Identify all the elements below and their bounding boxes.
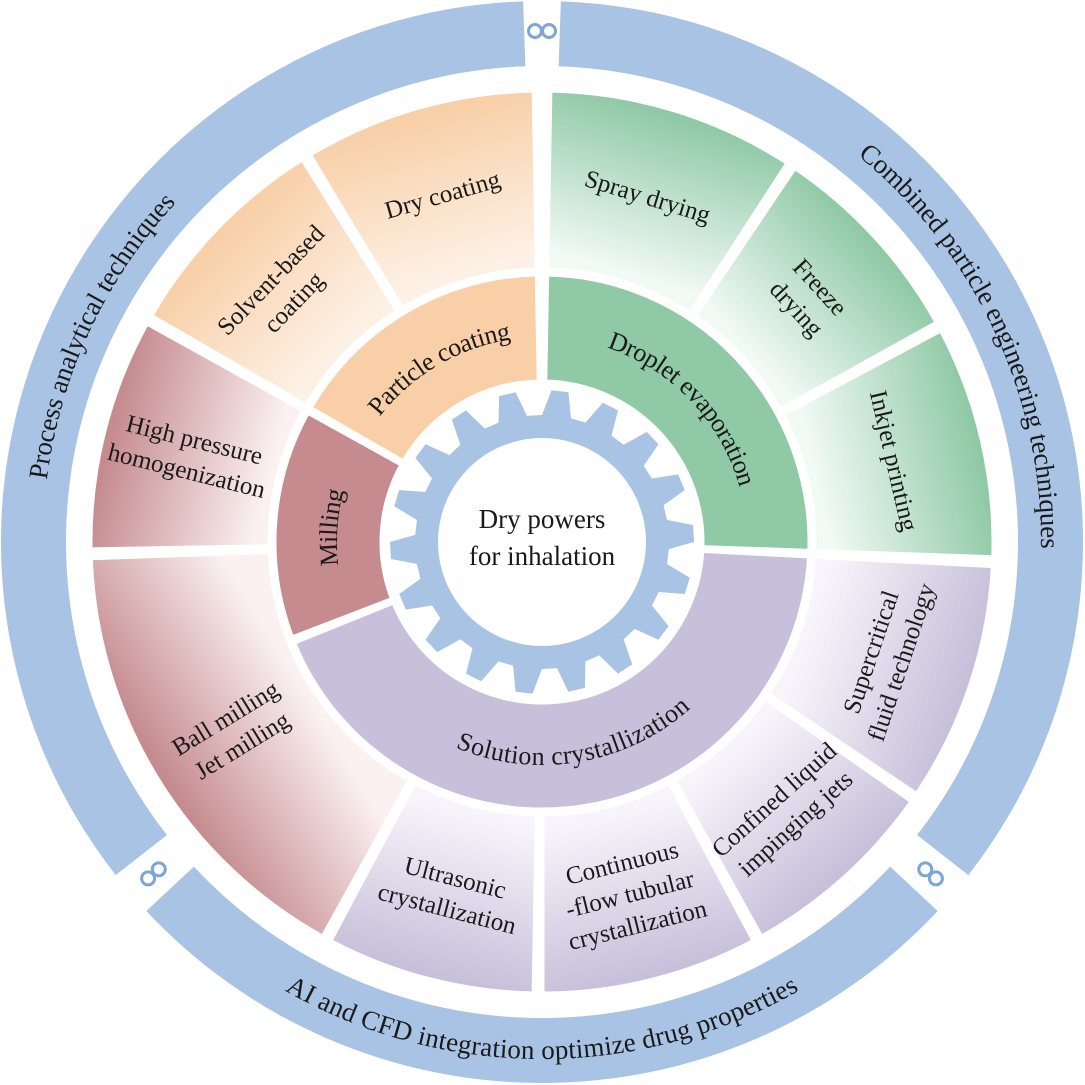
method-segment — [147, 155, 402, 410]
gear — [390, 390, 694, 694]
method-segment — [778, 326, 997, 561]
method-segment — [305, 87, 540, 313]
link-icon — [527, 23, 557, 39]
method-segment — [87, 319, 308, 553]
outer-ring-segment-top-right — [558, 1, 1083, 876]
method-segment — [539, 778, 758, 997]
category-segment-milling — [271, 408, 406, 642]
center-label-line-2: for inhalation — [469, 541, 616, 571]
center-label-line-1: Dry powers — [479, 504, 606, 534]
method-segment — [326, 778, 540, 997]
category-segment-solution-crystallization — [290, 547, 813, 813]
method-segment — [764, 553, 997, 799]
category-segment-particle-coating — [306, 271, 542, 466]
method-segment — [87, 548, 414, 941]
link-icon — [140, 861, 167, 887]
outer-ring-segment-bottom — [146, 866, 938, 1083]
category-segment-droplet-evaporation — [542, 271, 813, 554]
center-circle — [438, 438, 646, 646]
link-icon — [917, 861, 944, 887]
method-segment — [544, 87, 792, 318]
method-segment — [690, 163, 941, 414]
center-hub: Dry powers for inhalation — [469, 504, 616, 571]
outer-ring-segment-left — [1, 1, 526, 876]
method-segment — [670, 694, 916, 941]
